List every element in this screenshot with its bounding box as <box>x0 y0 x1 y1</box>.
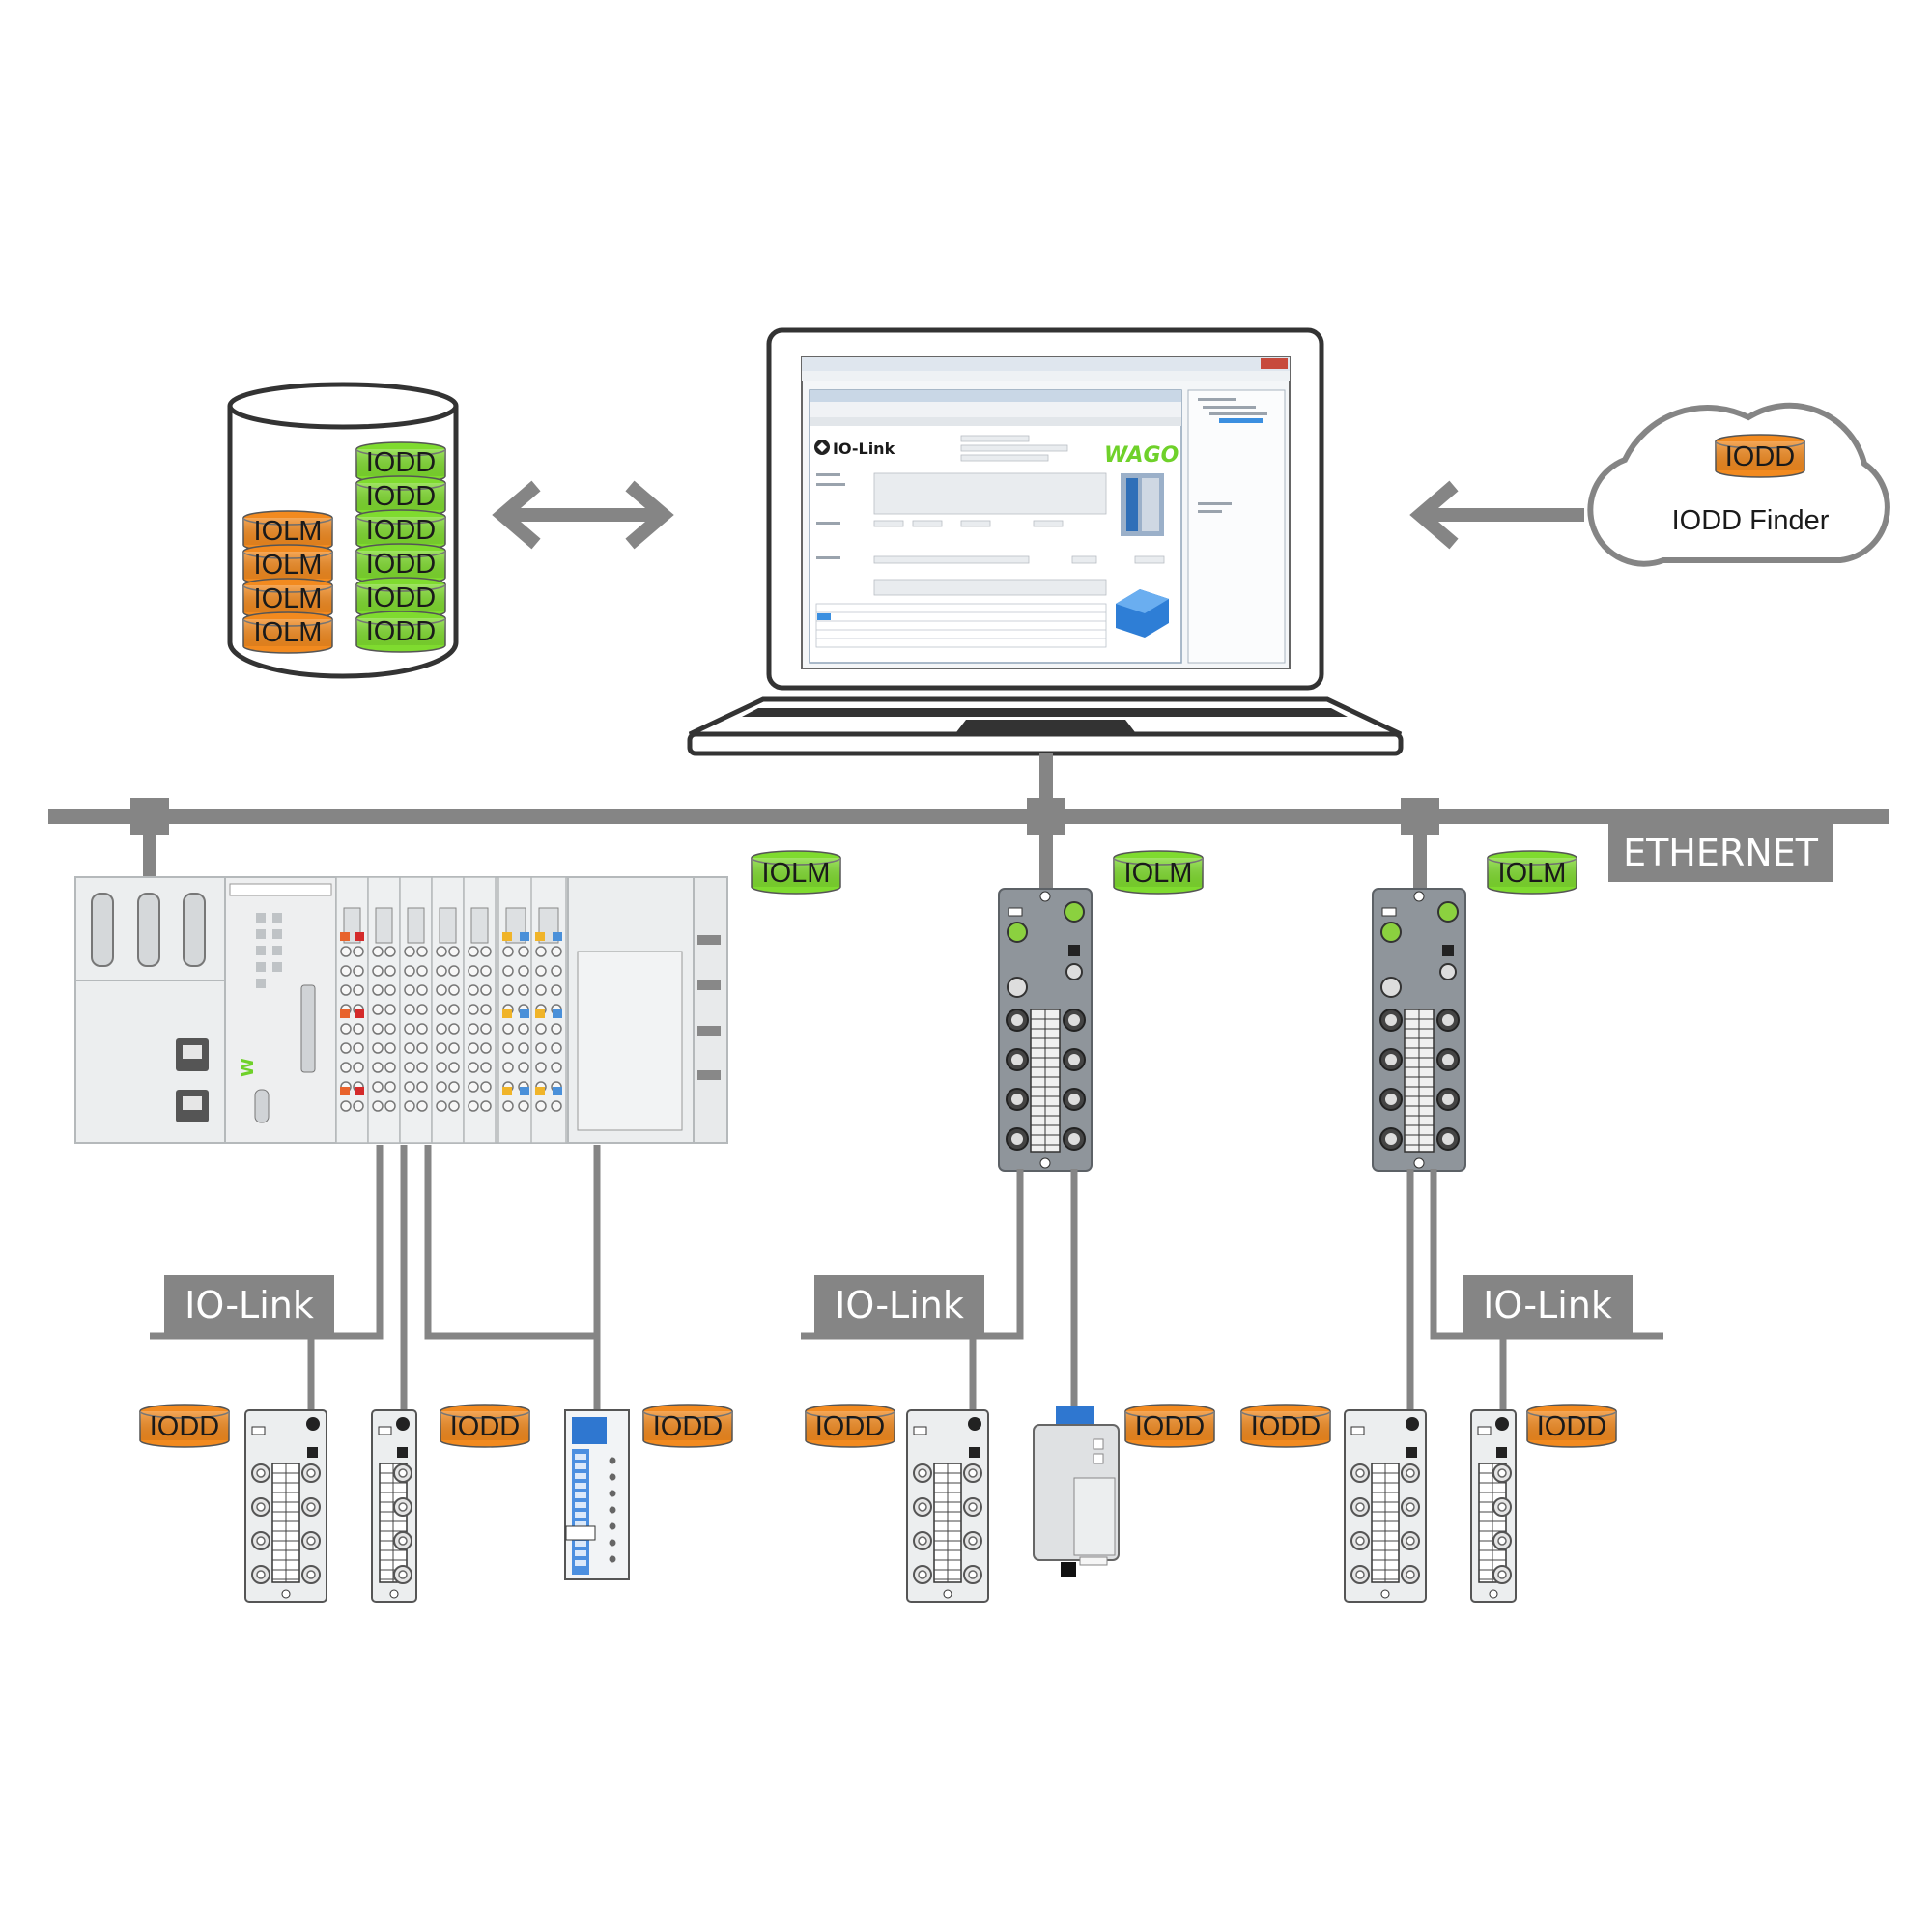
plc-io-slice <box>367 876 401 1144</box>
plc-controller: W <box>74 876 728 1144</box>
master-tags: IOLM IOLM IOLM <box>751 850 1577 895</box>
db-iodd-disc-text: IODD <box>366 515 437 546</box>
plc-io-slice <box>463 876 497 1144</box>
master-iolm-tag-text: IOLM <box>762 858 831 889</box>
plc-io-slice <box>335 876 369 1144</box>
db-iodd-disc-text: IODD <box>366 481 437 512</box>
cloud-iodd-badge: IODD <box>1715 434 1805 478</box>
device-iodd-tag-text: IODD <box>450 1411 521 1442</box>
db-iolm-disc-text: IOLM <box>254 516 323 547</box>
master-iolm-tag-text: IOLM <box>1498 858 1567 889</box>
iolink-master-1 <box>998 888 1093 1172</box>
iolink-label-text: IO-Link <box>835 1284 964 1326</box>
master-iolm-tag: IOLM <box>751 850 841 895</box>
db-iodd-disc-text: IODD <box>366 582 437 613</box>
device-iodd-tag: IODD <box>139 1404 230 1448</box>
iolink-logo-text: IO-Link <box>833 440 895 458</box>
iodd-finder-cloud: IODD IODD Finder <box>1587 402 1890 567</box>
plc-io-slice <box>399 876 433 1144</box>
bidirectional-arrow-icon <box>492 480 674 550</box>
iolink-device <box>1470 1409 1517 1603</box>
device-iodd-tags: IODD IODD IODD IODD IODD IODD IODD <box>139 1404 1617 1448</box>
device-iodd-tag-text: IODD <box>1135 1411 1206 1442</box>
db-iodd-disc: IODD <box>355 441 446 484</box>
plc-io-slice <box>431 876 465 1144</box>
plc-io-slices <box>335 876 567 1144</box>
device-iodd-tag-text: IODD <box>1537 1411 1607 1442</box>
iolink-device <box>244 1409 327 1603</box>
db-iodd-disc: IODD <box>355 509 446 552</box>
db-iodd-disc-text: IODD <box>366 549 437 580</box>
db-iolm-disc-text: IOLM <box>254 583 323 614</box>
iolink-logo: IO-Link <box>814 440 895 458</box>
iolink-label-middle: IO-Link <box>814 1275 984 1333</box>
svg-text:W: W <box>238 1058 258 1077</box>
device-iodd-tag: IODD <box>642 1404 733 1448</box>
db-iodd-disc: IODD <box>355 611 446 653</box>
iolink-label-left: IO-Link <box>164 1275 334 1333</box>
master-iolm-tag: IOLM <box>1113 850 1204 895</box>
db-iodd-disc-text: IODD <box>366 447 437 478</box>
master-iolm-tag: IOLM <box>1487 850 1577 895</box>
iolink-label-text: IO-Link <box>185 1284 314 1326</box>
iolink-label-text: IO-Link <box>1483 1284 1612 1326</box>
device-iodd-tag-text: IODD <box>150 1411 220 1442</box>
ethernet-label-text: ETHERNET <box>1623 832 1819 874</box>
device-iodd-tag-text: IODD <box>653 1411 724 1442</box>
db-iolm-disc-text: IOLM <box>254 617 323 648</box>
device-iodd-tag: IODD <box>1124 1404 1215 1448</box>
device-iodd-tag: IODD <box>805 1404 895 1448</box>
cloud-iodd-disc: IODD <box>1715 434 1805 478</box>
iolink-device <box>1344 1409 1427 1603</box>
ethernet-bus <box>48 753 1889 893</box>
wago-logo-text: WAGO <box>1104 443 1179 468</box>
db-iodd-disc-text: IODD <box>366 616 437 647</box>
cloud-iodd-disc-text: IODD <box>1725 441 1796 472</box>
iolink-devices <box>244 1406 1517 1603</box>
iolink-device-terminal <box>564 1409 630 1580</box>
laptop: IO-Link WAGO <box>687 327 1404 756</box>
device-iodd-tag: IODD <box>440 1404 530 1448</box>
db-iodd-disc: IODD <box>355 543 446 585</box>
iolink-master-2 <box>1372 888 1466 1172</box>
db-iodd-disc: IODD <box>355 577 446 619</box>
iodd-finder-title: IODD Finder <box>1672 505 1830 536</box>
left-arrow-icon <box>1409 480 1584 550</box>
plc-io-slice <box>497 876 534 1144</box>
db-iolm-disc: IOLM <box>242 611 333 654</box>
plc-io-slice <box>530 876 567 1144</box>
ethernet-label: ETHERNET <box>1608 824 1833 882</box>
iolink-label-right: IO-Link <box>1463 1275 1633 1333</box>
db-iolm-disc-text: IOLM <box>254 550 323 581</box>
iolink-device-module <box>1033 1406 1120 1577</box>
device-iodd-tag-text: IODD <box>1251 1411 1321 1442</box>
iolink-cables <box>150 1145 1663 1410</box>
db-iolm-disc: IOLM <box>242 578 333 620</box>
master-iolm-tag-text: IOLM <box>1124 858 1193 889</box>
iolink-device <box>906 1409 989 1603</box>
device-iodd-tag-text: IODD <box>815 1411 886 1442</box>
device-iodd-tag: IODD <box>1240 1404 1331 1448</box>
iolink-device <box>371 1409 417 1603</box>
db-iodd-disc: IODD <box>355 475 446 518</box>
device-iodd-tag: IODD <box>1526 1404 1617 1448</box>
db-iolm-disc: IOLM <box>242 510 333 553</box>
